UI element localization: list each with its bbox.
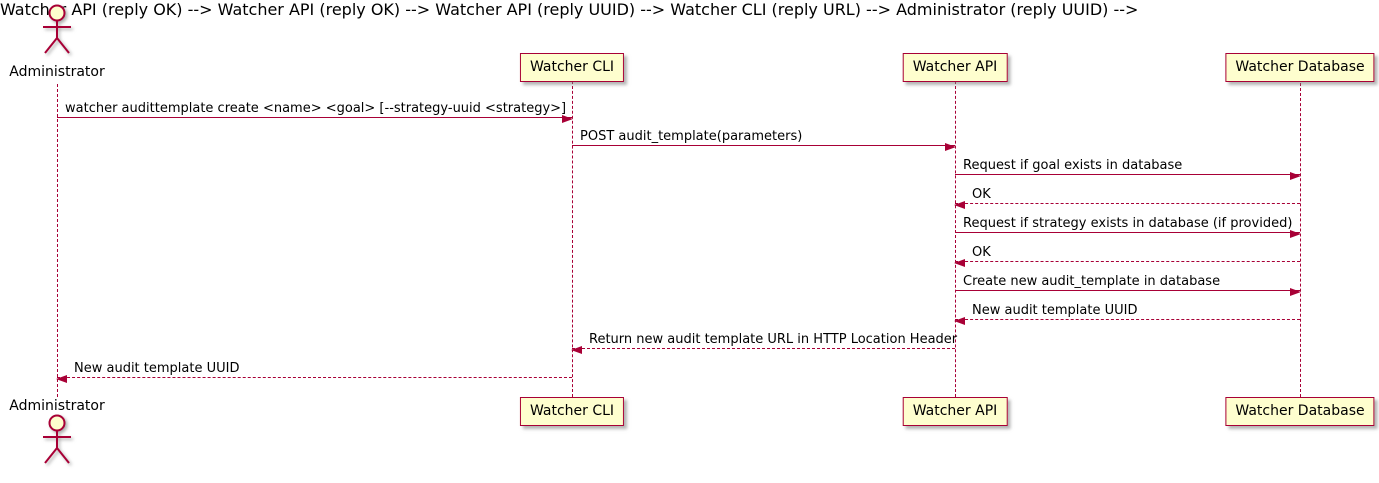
message-label: Request if strategy exists in database (… [963,216,1293,231]
message-request-strategy-exists: Request if strategy exists in database (… [955,215,1301,238]
message-return-url-reply: Return new audit template URL in HTTP Lo… [571,331,958,354]
arrowhead-right-icon [945,143,956,151]
message-arrow-line [955,232,1300,233]
message-arrow-line [57,377,572,378]
arrowhead-left-icon [954,259,965,267]
message-label: watcher audittemplate create <name> <goa… [65,101,567,116]
message-create-audit-template-db: Create new audit_template in database [955,273,1301,296]
participant-watcher-cli-top: Watcher CLI [519,53,625,82]
message-create-audittemplate: watcher audittemplate create <name> <goa… [57,100,573,123]
message-new-uuid-reply-admin: New audit template UUID [56,360,572,383]
message-label: OK [972,187,991,202]
actor-label-top: Administrator [9,64,105,80]
participant-watcher-database-top: Watcher Database [1225,53,1375,82]
arrowhead-right-icon [1290,230,1301,238]
message-new-uuid-reply-db: New audit template UUID [954,302,1300,325]
message-label: New audit template UUID [972,303,1138,318]
message-goal-ok-reply: OK [954,186,1300,209]
participant-watcher-cli-bottom: Watcher CLI [519,397,625,426]
message-arrow-line [572,145,955,146]
message-request-goal-exists: Request if goal exists in database [955,157,1301,180]
actor-icon-top [43,4,71,54]
message-arrow-line [955,174,1300,175]
lifeline-watcher-database [1300,83,1301,397]
message-arrow-line [955,290,1300,291]
lifeline-administrator [57,84,58,397]
message-strategy-ok-reply: OK [954,244,1300,267]
arrowhead-right-icon [562,115,573,123]
message-label: New audit template UUID [74,361,240,376]
message-arrow-line [572,348,955,349]
participant-watcher-api-bottom: Watcher API [902,397,1008,426]
message-label: Request if goal exists in database [963,158,1183,173]
actor-icon-bottom [43,414,71,464]
participant-watcher-database-bottom: Watcher Database [1225,397,1375,426]
arrowhead-right-icon [1290,172,1301,180]
arrowhead-left-icon [56,375,67,383]
message-label: OK [972,245,991,260]
lifeline-watcher-api [955,81,956,397]
arrowhead-left-icon [954,317,965,325]
message-arrow-line [57,117,572,118]
arrowhead-right-icon [1290,288,1301,296]
message-label: POST audit_template(parameters) [580,129,803,144]
lifeline-watcher-cli [572,81,573,397]
message-arrow-line [955,203,1300,204]
message-arrow-line [955,261,1300,262]
actor-label-bottom: Administrator [9,398,105,414]
message-arrow-line [955,319,1300,320]
participant-watcher-api-top: Watcher API [902,53,1008,82]
message-label: Return new audit template URL in HTTP Lo… [589,332,958,347]
message-post-audit-template: POST audit_template(parameters) [572,128,956,151]
arrowhead-left-icon [571,346,582,354]
message-label: Create new audit_template in database [963,274,1221,289]
arrowhead-left-icon [954,201,965,209]
